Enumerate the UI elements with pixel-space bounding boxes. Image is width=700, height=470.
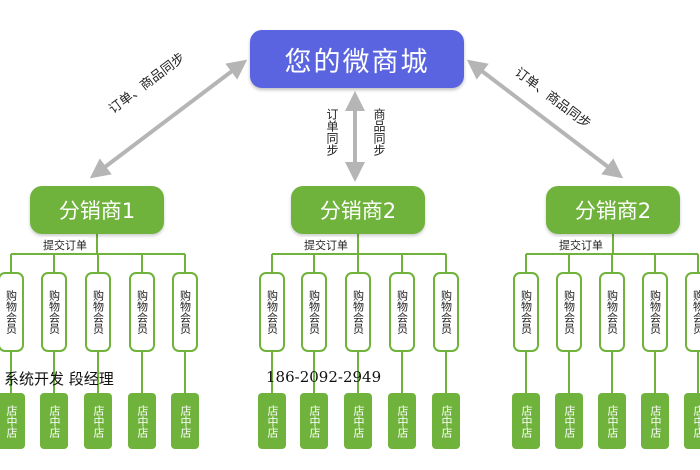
member-label: 购物会员	[4, 290, 18, 334]
member-node: 购物会员	[389, 272, 415, 352]
member-label: 购物会员	[691, 290, 700, 334]
watermark-contact: 系统开发 段经理	[4, 370, 114, 388]
member-node: 购物会员	[599, 272, 625, 352]
submit-order-label: 提交订单	[303, 237, 349, 253]
member-label: 购物会员	[135, 290, 149, 334]
member-node: 购物会员	[85, 272, 111, 352]
store-node: 店中店	[388, 393, 416, 449]
member-label: 购物会员	[91, 290, 105, 334]
distributor-node-3: 分销商2	[546, 186, 680, 234]
distributor-label: 分销商2	[574, 199, 652, 223]
sync-arrow-left	[89, 59, 248, 179]
member-node: 购物会员	[642, 272, 668, 352]
store-node: 店中店	[40, 393, 68, 449]
member-label: 购物会员	[648, 290, 662, 334]
store-label: 店中店	[308, 404, 321, 438]
store-label: 店中店	[136, 404, 149, 438]
store-label: 店中店	[92, 404, 105, 438]
store-label: 店中店	[606, 404, 619, 438]
member-label: 购物会员	[178, 290, 192, 334]
sync-label-product: 商品同步	[372, 108, 386, 156]
distributor-node-2: 分销商2	[291, 186, 425, 234]
store-label: 店中店	[48, 404, 61, 438]
member-label: 购物会员	[519, 290, 533, 334]
member-node: 购物会员	[301, 272, 327, 352]
tree-connectors	[10, 234, 699, 393]
sync-label-order: 订单同步	[325, 108, 339, 156]
member-node: 购物会员	[172, 272, 198, 352]
member-node: 购物会员	[259, 272, 285, 352]
submit-order-label: 提交订单	[42, 237, 88, 253]
store-label: 店中店	[520, 404, 533, 438]
store-node: 店中店	[0, 393, 25, 449]
store-node: 店中店	[684, 393, 700, 449]
watermark-phone: 186-2092-2949	[266, 368, 382, 386]
store-node: 店中店	[84, 393, 112, 449]
store-label: 店中店	[396, 404, 409, 438]
member-node: 购物会员	[41, 272, 67, 352]
member-node: 购物会员	[685, 272, 700, 352]
sync-arrow-right	[466, 59, 624, 179]
platform-label: 您的微商城	[284, 46, 430, 78]
member-label: 购物会员	[605, 290, 619, 334]
member-label: 购物会员	[265, 290, 279, 334]
member-node: 购物会员	[556, 272, 582, 352]
store-node: 店中店	[432, 393, 460, 449]
store-label: 店中店	[563, 404, 576, 438]
store-node: 店中店	[171, 393, 199, 449]
store-node: 店中店	[512, 393, 540, 449]
store-node: 店中店	[300, 393, 328, 449]
store-node: 店中店	[555, 393, 583, 449]
store-node: 店中店	[344, 393, 372, 449]
store-node: 店中店	[258, 393, 286, 449]
store-label: 店中店	[692, 404, 700, 438]
store-label: 店中店	[649, 404, 662, 438]
store-node: 店中店	[598, 393, 626, 449]
store-node: 店中店	[641, 393, 669, 449]
member-node: 购物会员	[129, 272, 155, 352]
member-label: 购物会员	[47, 290, 61, 334]
member-label: 购物会员	[439, 290, 453, 334]
distributor-node-1: 分销商1	[30, 186, 164, 234]
member-node: 购物会员	[0, 272, 24, 352]
member-node: 购物会员	[433, 272, 459, 352]
distributor-label: 分销商2	[319, 199, 397, 223]
member-label: 购物会员	[395, 290, 409, 334]
submit-order-label: 提交订单	[558, 237, 604, 253]
platform-node: 您的微商城	[250, 30, 464, 88]
store-label: 店中店	[266, 404, 279, 438]
member-node: 购物会员	[345, 272, 371, 352]
store-label: 店中店	[179, 404, 192, 438]
store-label: 店中店	[352, 404, 365, 438]
store-label: 店中店	[440, 404, 453, 438]
member-label: 购物会员	[307, 290, 321, 334]
store-node: 店中店	[128, 393, 156, 449]
member-label: 购物会员	[562, 290, 576, 334]
member-label: 购物会员	[351, 290, 365, 334]
distributor-label: 分销商1	[58, 199, 136, 223]
member-node: 购物会员	[513, 272, 539, 352]
store-label: 店中店	[5, 404, 18, 438]
